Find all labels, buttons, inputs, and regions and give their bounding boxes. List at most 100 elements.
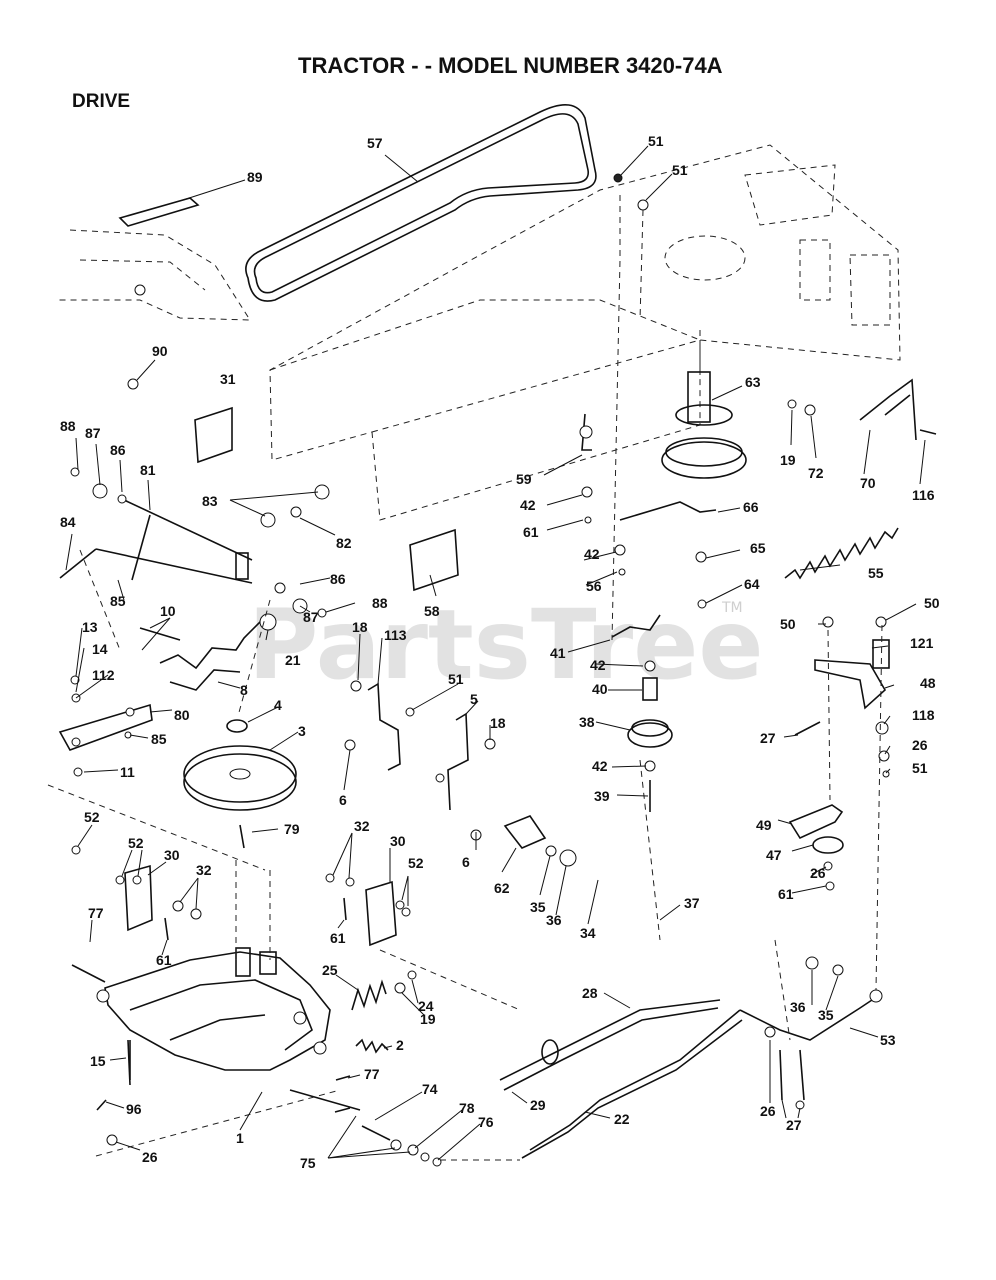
callout-42: 42 xyxy=(592,758,608,774)
callout-26: 26 xyxy=(810,865,826,881)
callout-61: 61 xyxy=(778,886,794,902)
callout-15: 15 xyxy=(90,1053,106,1069)
callout-19: 19 xyxy=(420,1011,436,1027)
callout-66: 66 xyxy=(743,499,759,515)
callout-30: 30 xyxy=(164,847,180,863)
callout-121: 121 xyxy=(910,635,934,651)
clip-4 xyxy=(226,719,248,733)
callout-27: 27 xyxy=(786,1117,802,1133)
callout-26: 26 xyxy=(912,737,928,753)
callout-116: 116 xyxy=(912,487,935,503)
watermark-trademark: TM xyxy=(721,600,743,616)
key-79 xyxy=(239,824,245,849)
callout-29: 29 xyxy=(530,1097,546,1113)
callout-85: 85 xyxy=(110,593,126,609)
callout-49: 49 xyxy=(756,817,772,833)
frame-drawing xyxy=(269,144,901,521)
callout-51: 51 xyxy=(648,133,664,149)
callout-42: 42 xyxy=(584,546,600,562)
callout-11: 11 xyxy=(120,764,135,780)
shift-linkage-drawing xyxy=(59,467,330,618)
callout-88: 88 xyxy=(60,418,76,434)
callout-51: 51 xyxy=(448,671,464,687)
callout-81: 81 xyxy=(140,462,156,478)
callout-87: 87 xyxy=(85,425,101,441)
hood-bracket-drawing xyxy=(55,229,251,321)
drive-belt xyxy=(245,104,597,302)
callout-52: 52 xyxy=(128,835,144,851)
callout-28: 28 xyxy=(582,985,598,1001)
callout-86: 86 xyxy=(110,442,126,458)
callout-26: 26 xyxy=(760,1103,776,1119)
callout-27: 27 xyxy=(760,730,776,746)
transmission-pulley-3 xyxy=(183,745,297,811)
callout-55: 55 xyxy=(868,565,884,581)
parts-artwork xyxy=(47,104,937,1167)
callout-18: 18 xyxy=(490,715,506,731)
callout-35: 35 xyxy=(818,1007,834,1023)
callout-61: 61 xyxy=(156,952,172,968)
callout-118: 118 xyxy=(912,707,935,723)
callout-52: 52 xyxy=(84,809,100,825)
callout-87: 87 xyxy=(303,609,319,625)
callout-75: 75 xyxy=(300,1155,316,1171)
idler-assembly-center xyxy=(579,413,717,812)
callout-10: 10 xyxy=(160,603,176,619)
callout-53: 53 xyxy=(880,1032,896,1048)
callout-58: 58 xyxy=(424,603,440,619)
callout-50: 50 xyxy=(780,616,796,632)
callout-30: 30 xyxy=(390,833,406,849)
callout-63: 63 xyxy=(745,374,761,390)
callout-22: 22 xyxy=(614,1111,630,1127)
callout-57: 57 xyxy=(367,135,383,151)
callout-113: 113 xyxy=(384,627,407,643)
callout-5: 5 xyxy=(470,691,478,707)
callout-41: 41 xyxy=(550,645,566,661)
callout-112: 112 xyxy=(92,667,115,683)
callout-74: 74 xyxy=(422,1081,438,1097)
callout-90: 90 xyxy=(152,343,168,359)
callout-52: 52 xyxy=(408,855,424,871)
callout-35: 35 xyxy=(530,899,546,915)
callout-4: 4 xyxy=(274,697,282,713)
callout-82: 82 xyxy=(336,535,352,551)
alignment-lines xyxy=(47,195,883,1161)
callout-3: 3 xyxy=(298,723,306,739)
callout-37: 37 xyxy=(684,895,700,911)
callout-65: 65 xyxy=(750,540,766,556)
callout-84: 84 xyxy=(60,514,76,530)
callout-25: 25 xyxy=(322,962,338,978)
bracket-30-left xyxy=(124,864,153,932)
callout-38: 38 xyxy=(579,714,595,730)
bracket-70 xyxy=(859,378,917,441)
bracket-5 xyxy=(447,712,469,811)
callout-6: 6 xyxy=(339,792,347,808)
callout-19: 19 xyxy=(780,452,796,468)
callout-8: 8 xyxy=(240,682,248,698)
callout-72: 72 xyxy=(808,465,824,481)
pulley-47 xyxy=(812,836,844,854)
callout-83: 83 xyxy=(202,493,218,509)
spring-2 xyxy=(355,1038,389,1054)
nut-90 xyxy=(127,378,139,390)
callout-70: 70 xyxy=(860,475,876,491)
callout-1: 1 xyxy=(236,1130,244,1146)
callout-56: 56 xyxy=(586,578,602,594)
callout-32: 32 xyxy=(354,818,370,834)
spring-55 xyxy=(784,527,899,580)
watermark-text: PartsTree xyxy=(248,589,763,701)
bracket-48-drawing xyxy=(794,616,890,778)
bracket-80 xyxy=(58,703,153,751)
callout-51: 51 xyxy=(672,162,688,178)
callout-39: 39 xyxy=(594,788,610,804)
callout-50: 50 xyxy=(924,595,940,611)
callout-79: 79 xyxy=(284,821,300,837)
callout-36: 36 xyxy=(790,999,806,1015)
drive-belt-inner xyxy=(253,113,590,294)
callout-51: 51 xyxy=(912,760,928,776)
shift-plate xyxy=(118,197,200,227)
callout-26: 26 xyxy=(142,1149,158,1165)
spring-25 xyxy=(351,979,387,1011)
callout-21: 21 xyxy=(285,652,301,668)
